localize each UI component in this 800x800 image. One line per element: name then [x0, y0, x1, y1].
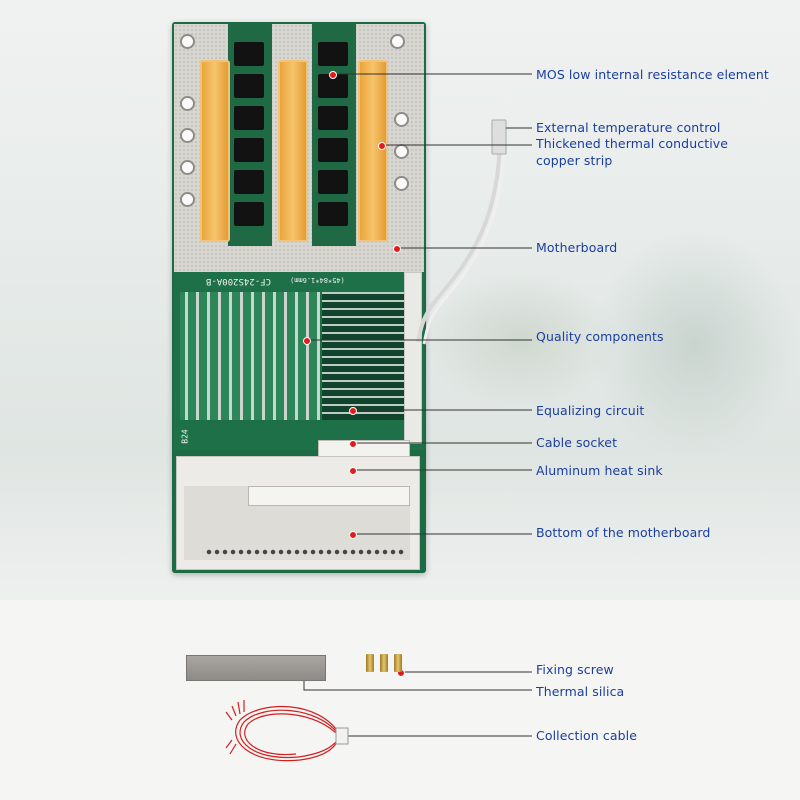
- marker-motherboard: [393, 245, 401, 253]
- copper-strip-left: [200, 60, 230, 242]
- mounting-hole: [394, 112, 409, 127]
- label-equalizing: Equalizing circuit: [536, 403, 645, 418]
- thermal-silica-pad: [186, 655, 326, 681]
- label-heatsink: Aluminum heat sink: [536, 463, 663, 478]
- marker-equalizing: [349, 407, 357, 415]
- mounting-hole: [180, 128, 195, 143]
- mos-transistor: [234, 106, 264, 130]
- mos-transistor: [318, 42, 348, 66]
- label-screw: Fixing screw: [536, 662, 614, 677]
- label-bottom: Bottom of the motherboard: [536, 525, 711, 540]
- label-silica: Thermal silica: [536, 684, 625, 699]
- label-mos: MOS low internal resistance element: [536, 67, 769, 82]
- background-lower: [0, 600, 800, 800]
- bottom-socket: [248, 486, 410, 506]
- mounting-hole: [180, 192, 195, 207]
- label-temperature-control: External temperature control: [536, 120, 721, 135]
- brass-screw: [394, 654, 402, 672]
- mos-column-right: [312, 24, 356, 246]
- mos-transistor: [318, 202, 348, 226]
- mounting-hole: [180, 96, 195, 111]
- copper-strip-right: [358, 60, 388, 242]
- label-copper-strip-2: copper strip: [536, 153, 613, 168]
- marker-bottom: [349, 531, 357, 539]
- mos-transistor: [318, 170, 348, 194]
- mounting-hole: [390, 34, 405, 49]
- mos-transistor: [234, 202, 264, 226]
- mounting-hole: [180, 160, 195, 175]
- marker-mos: [329, 71, 337, 79]
- mounting-hole: [394, 176, 409, 191]
- brass-screw: [380, 654, 388, 672]
- mos-transistor: [234, 170, 264, 194]
- label-copper-strip-1: Thickened thermal conductive: [536, 136, 729, 151]
- label-socket: Cable socket: [536, 435, 618, 450]
- component-array: [180, 292, 320, 420]
- balancing-resistor-array: [322, 292, 410, 420]
- label-motherboard: Motherboard: [536, 240, 618, 255]
- mos-column-left: [228, 24, 272, 246]
- label-quality-components: Quality components: [536, 329, 664, 344]
- marker-quality-components: [303, 337, 311, 345]
- brass-screw: [366, 654, 374, 672]
- marker-heatsink: [349, 467, 357, 475]
- marker-socket: [349, 440, 357, 448]
- background-chair-blur: [590, 230, 800, 460]
- copper-strip-middle: [278, 60, 308, 242]
- mos-transistor: [234, 74, 264, 98]
- marker-copper-strip: [378, 142, 386, 150]
- mounting-hole: [180, 34, 195, 49]
- mos-transistor: [318, 138, 348, 162]
- bottom-pin-row: [205, 548, 405, 556]
- mos-transistor: [234, 138, 264, 162]
- mos-transistor: [318, 106, 348, 130]
- label-cable: Collection cable: [536, 728, 638, 743]
- mos-transistor: [234, 42, 264, 66]
